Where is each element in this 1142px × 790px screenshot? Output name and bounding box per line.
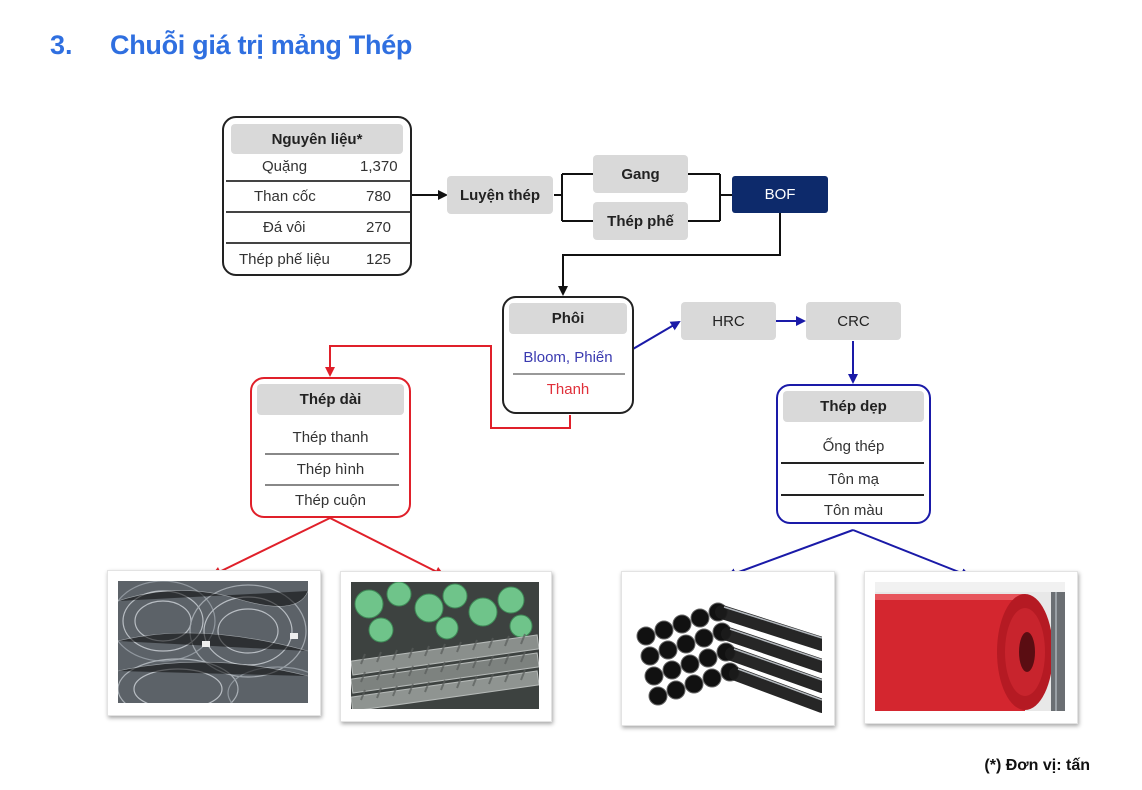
divider: [226, 180, 410, 182]
divider: [226, 211, 410, 213]
billet-header: Phôi: [509, 303, 627, 334]
bracket-right: [688, 173, 732, 222]
steel-pipe-photo: [621, 571, 835, 726]
bof-node: BOF: [732, 176, 828, 213]
long-steel-box: Thép dài Thép thanh Thép hình Thép cuộn: [250, 377, 411, 518]
long-steel-item: Thép hình: [296, 460, 365, 478]
arrow-bar-to-long: [325, 345, 571, 429]
divider: [781, 462, 924, 464]
color-coated-coil-photo: [864, 571, 1078, 724]
raw-item-name-coke: Than cốc: [254, 187, 316, 205]
crc-node: CRC: [806, 302, 901, 340]
page-title: Chuỗi giá trị mảng Thép: [110, 30, 413, 60]
bracket-left: [554, 173, 593, 222]
raw-item-value-scrap: 125: [366, 250, 392, 268]
billet-box: Phôi Bloom, Phiến Thanh: [502, 296, 634, 414]
long-steel-item: Thép cuộn: [295, 491, 366, 509]
arrow-flat-to-coil: [852, 529, 971, 578]
arrow-long-to-wire: [211, 517, 331, 576]
raw-item-value-coke: 780: [366, 187, 392, 205]
flat-steel-item: Tôn màu: [823, 501, 884, 519]
flat-steel-box: Thép dẹp Ống thép Tôn mạ Tôn màu: [776, 384, 931, 524]
arrow-flat-to-pipes: [726, 529, 854, 578]
divider: [781, 494, 924, 496]
raw-materials-box: Nguyên liệu* Quặng 1,370 Than cốc 780 Đá…: [222, 116, 412, 276]
flat-steel-item: Ống thép: [822, 437, 885, 455]
divider: [226, 242, 410, 244]
raw-item-name-ore: Quặng: [262, 157, 308, 175]
raw-item-name-limestone: Đá vôi: [263, 218, 306, 236]
flat-steel-header: Thép dẹp: [783, 391, 924, 422]
raw-item-value-ore: 1,370: [360, 157, 398, 175]
billet-bar-label: Thanh: [546, 380, 590, 398]
hrc-node: HRC: [681, 302, 776, 340]
section-number: 3.: [50, 30, 73, 60]
arrow-long-to-rebar: [329, 517, 445, 576]
scrap-node: Thép phế: [593, 202, 688, 240]
divider: [513, 373, 625, 375]
billet-bloom-label: Bloom, Phiến: [523, 348, 613, 366]
unit-footnote: (*) Đơn vị: tấn: [984, 757, 1090, 774]
rebar-photo: [340, 571, 552, 722]
wire-coil-photo: [107, 570, 321, 716]
flat-steel-item: Tôn mạ: [828, 470, 879, 488]
long-steel-item: Thép thanh: [292, 428, 369, 446]
long-steel-header: Thép dài: [257, 384, 404, 415]
raw-item-value-limestone: 270: [366, 218, 392, 236]
smelting-node: Luyện thép: [447, 176, 553, 214]
raw-materials-header: Nguyên liệu*: [231, 124, 403, 154]
arrow-bof-to-billet: [558, 213, 781, 296]
divider: [265, 484, 399, 486]
divider: [265, 453, 399, 455]
pig-iron-node: Gang: [593, 155, 688, 193]
raw-item-name-scrap: Thép phế liệu: [239, 250, 330, 268]
